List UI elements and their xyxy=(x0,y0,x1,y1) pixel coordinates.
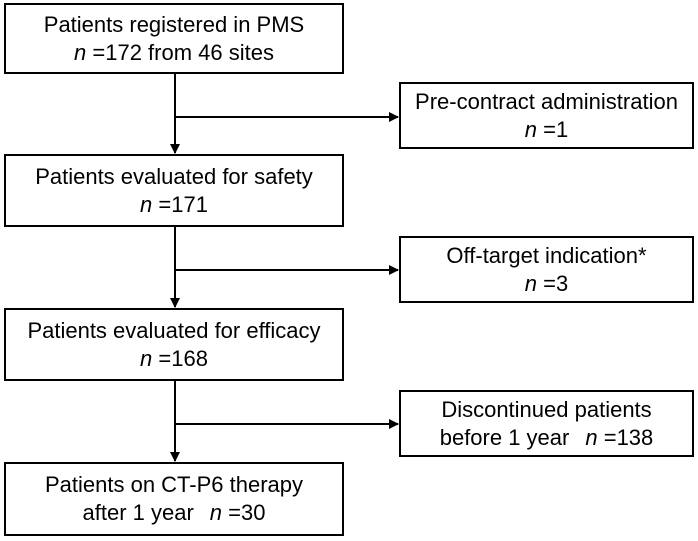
n-value: =138 xyxy=(597,424,654,450)
n-value: =172 from 46 sites xyxy=(86,39,274,65)
box-efficacy-count: n =168 xyxy=(140,345,208,373)
n-label: n xyxy=(209,500,223,525)
n-label: n xyxy=(524,116,538,142)
box-offtarget-count: n =3 xyxy=(525,270,568,298)
box-efficacy-title: Patients evaluated for efficacy xyxy=(27,317,321,343)
line2-prefix: after 1 year xyxy=(82,500,194,525)
box-registered-count: n =172 from 46 sites xyxy=(74,39,274,67)
box-ontherapy-count: after 1 year n =30 xyxy=(83,499,266,527)
box-evaluated-safety: Patients evaluated for safety n =171 xyxy=(4,154,344,227)
box-discontinued-patients: Discontinued patients before 1 year n =13… xyxy=(399,390,694,457)
n-value: =30 xyxy=(222,500,266,525)
box-registered-title: Patients registered in PMS xyxy=(43,11,305,37)
box-precontract-title: Pre-contract administration xyxy=(415,88,678,114)
box-ontherapy-title: Patients on CT-P6 therapy xyxy=(44,472,304,497)
box-offtarget-title: Off-target indication* xyxy=(446,242,647,268)
box-patients-registered: Patients registered in PMS n =172 from 4… xyxy=(4,3,344,74)
n-value: =3 xyxy=(537,270,569,296)
box-discont-title: Discontinued patients xyxy=(441,396,652,422)
box-safety-title: Patients evaluated for safety xyxy=(35,163,313,189)
n-label: n xyxy=(140,345,153,371)
n-value: =171 xyxy=(152,191,208,217)
line2-prefix: before 1 year xyxy=(439,424,570,450)
n-value: =168 xyxy=(152,345,208,371)
box-on-therapy: Patients on CT-P6 therapy after 1 year n … xyxy=(4,462,344,536)
n-label: n xyxy=(524,270,538,296)
box-safety-count: n =171 xyxy=(140,191,208,219)
n-label: n xyxy=(140,191,153,217)
box-precontract-administration: Pre-contract administration n =1 xyxy=(399,82,694,149)
box-evaluated-efficacy: Patients evaluated for efficacy n =168 xyxy=(4,308,344,381)
box-discont-count: before 1 year n =138 xyxy=(440,424,654,452)
box-precontract-count: n =1 xyxy=(525,116,568,144)
n-value: =1 xyxy=(537,116,569,142)
n-label: n xyxy=(74,39,87,65)
n-label: n xyxy=(585,424,598,450)
box-offtarget-indication: Off-target indication* n =3 xyxy=(399,236,694,303)
